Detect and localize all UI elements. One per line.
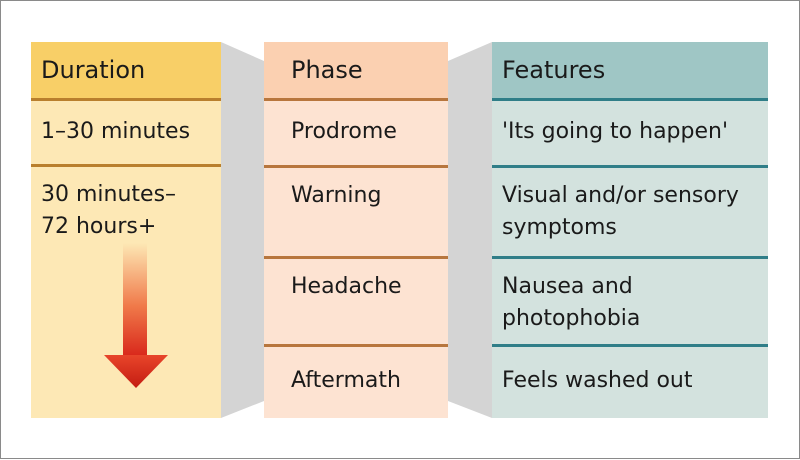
phase-row-3-line-1: Headache	[291, 274, 402, 299]
features-row-2-line-1: Visual and/or sensory	[502, 183, 739, 208]
phase-row-3: Headache	[264, 259, 448, 303]
duration-column: Duration 1–30 minutes 30 minutes– 72 hou…	[31, 42, 221, 418]
features-row-1-line-1: 'Its going to happen'	[502, 119, 729, 144]
duration-row-1: 1–30 minutes	[31, 104, 221, 148]
features-row-4: Feels washed out	[492, 353, 768, 397]
down-arrow-icon	[104, 243, 168, 388]
features-row-3-line-1: Nausea and	[502, 274, 633, 299]
phase-row-2-line-1: Warning	[291, 183, 382, 208]
features-row-3-line-2: photophobia	[502, 306, 641, 331]
phase-row-4-line-1: Aftermath	[291, 368, 401, 393]
duration-row-1-line-1: 1–30 minutes	[41, 119, 191, 144]
phase-header: Phase	[264, 42, 448, 101]
duration-row-2: 30 minutes– 72 hours+	[31, 167, 221, 243]
duration-row-2-line-2: 72 hours+	[41, 214, 157, 239]
features-column: Features 'Its going to happen' Visual an…	[492, 42, 768, 418]
phase-row-1-line-1: Prodrome	[291, 119, 397, 144]
phase-row-4: Aftermath	[264, 353, 448, 397]
features-row-4-line-1: Feels washed out	[502, 368, 693, 393]
connector-duration-phase	[221, 42, 264, 418]
features-divider-1	[492, 165, 768, 168]
duration-header: Duration	[31, 42, 221, 101]
features-row-3: Nausea and photophobia	[492, 259, 768, 335]
phase-column: Phase Prodrome Warning Headache Aftermat…	[264, 42, 448, 418]
features-row-2: Visual and/or sensory symptoms	[492, 168, 768, 244]
phase-divider-3	[264, 344, 448, 347]
connector-phase-features	[448, 42, 492, 418]
features-row-1: 'Its going to happen'	[492, 104, 768, 148]
features-divider-2	[492, 256, 768, 259]
features-divider-3	[492, 344, 768, 347]
duration-row-2-line-1: 30 minutes–	[41, 182, 177, 207]
phase-divider-2	[264, 256, 448, 259]
phase-divider-1	[264, 165, 448, 168]
duration-divider	[31, 164, 221, 167]
phase-row-2: Warning	[264, 168, 448, 212]
features-header: Features	[492, 42, 768, 101]
features-row-2-line-2: symptoms	[502, 215, 617, 240]
phase-row-1: Prodrome	[264, 104, 448, 148]
